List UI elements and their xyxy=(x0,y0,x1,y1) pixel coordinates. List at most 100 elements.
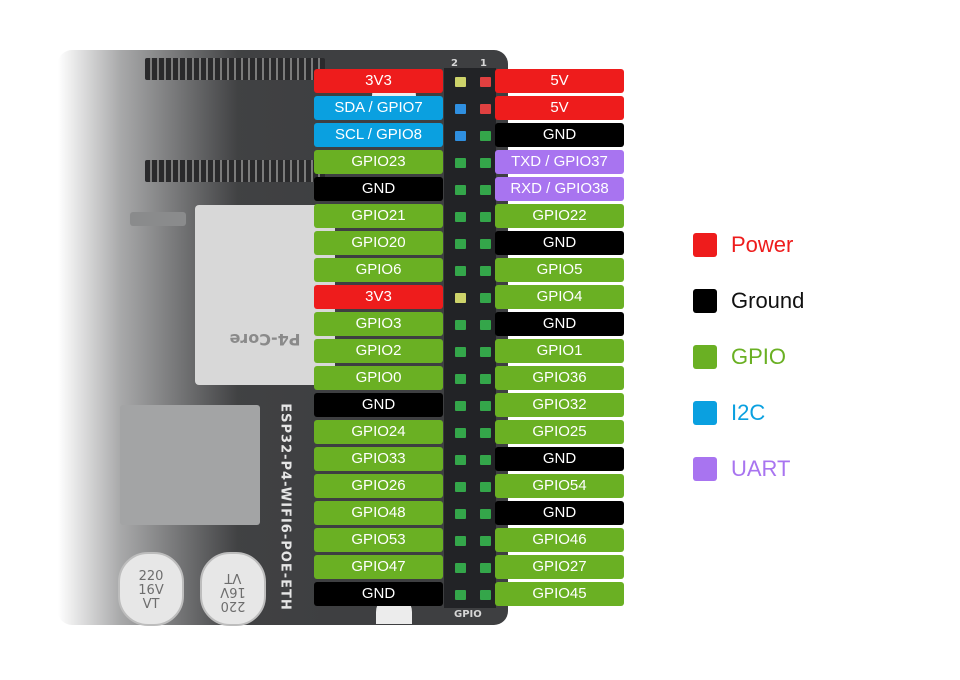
legend-item-gpio: GPIO xyxy=(693,344,893,370)
legend-item-i2c: I2C xyxy=(693,400,893,426)
pin-label-right: GND xyxy=(495,501,624,525)
legend-swatch xyxy=(693,457,717,481)
header-pin xyxy=(455,104,466,114)
pin-label-left: SDA / GPIO7 xyxy=(314,96,443,120)
pin-label-left: GND xyxy=(314,177,443,201)
pin-label-right: GPIO32 xyxy=(495,393,624,417)
header-pin xyxy=(480,590,491,600)
header-pin xyxy=(455,347,466,357)
pin-label-right: GPIO54 xyxy=(495,474,624,498)
pin-label-left: GPIO26 xyxy=(314,474,443,498)
header-pin xyxy=(455,185,466,195)
pin-label-left: GPIO20 xyxy=(314,231,443,255)
legend-label: I2C xyxy=(731,400,766,425)
pin-label-left: GPIO2 xyxy=(314,339,443,363)
pin-label-left: GPIO33 xyxy=(314,447,443,471)
header-pin xyxy=(455,320,466,330)
pin-label-right: 5V xyxy=(495,69,624,93)
header-pin xyxy=(480,266,491,276)
pin-label-left: GND xyxy=(314,393,443,417)
pin-label-left: GPIO48 xyxy=(314,501,443,525)
pin-label-left: 3V3 xyxy=(314,69,443,93)
pin-label-left: GPIO47 xyxy=(314,555,443,579)
pin-label-right: GPIO1 xyxy=(495,339,624,363)
pin-label-left: GPIO53 xyxy=(314,528,443,552)
pin-label-right: GPIO36 xyxy=(495,366,624,390)
pin-label-left: GPIO24 xyxy=(314,420,443,444)
legend-swatch xyxy=(693,345,717,369)
pin-label-left: GPIO23 xyxy=(314,150,443,174)
chip xyxy=(130,212,186,226)
core-module xyxy=(195,205,335,385)
pin-label-left: GPIO21 xyxy=(314,204,443,228)
header-pin xyxy=(455,482,466,492)
header-pin xyxy=(480,131,491,141)
legend-label: Power xyxy=(731,232,794,257)
header-pin xyxy=(455,266,466,276)
header-pin xyxy=(455,509,466,519)
pin-label-right: GND xyxy=(495,123,624,147)
cap-text-3: 220 xyxy=(220,598,246,613)
cap-text-1: 220 xyxy=(138,569,164,584)
header-pin xyxy=(480,212,491,222)
header-pin xyxy=(480,239,491,249)
legend-label: Ground xyxy=(731,288,805,313)
header-pin xyxy=(455,212,466,222)
gpio-header xyxy=(444,68,496,608)
pin-label-left: SCL / GPIO8 xyxy=(314,123,443,147)
header-pin xyxy=(480,536,491,546)
pin-number-1: 1 xyxy=(480,58,487,69)
header-pin xyxy=(455,428,466,438)
header-pin xyxy=(455,401,466,411)
pin-label-left: GPIO0 xyxy=(314,366,443,390)
capacitor: VT 16V 220 xyxy=(200,552,266,626)
header-pin xyxy=(480,185,491,195)
pin-label-right: GND xyxy=(495,231,624,255)
capacitor: 220 16V VT xyxy=(118,552,184,626)
legend-label: GPIO xyxy=(731,344,787,369)
header-pin xyxy=(480,482,491,492)
cap-text-1: VT xyxy=(224,570,242,585)
pin-label-right: GPIO25 xyxy=(495,420,624,444)
header-pin xyxy=(480,320,491,330)
header-pin xyxy=(455,131,466,141)
lcd-connector xyxy=(145,58,325,80)
header-pin xyxy=(455,293,466,303)
pin-label-right: GPIO5 xyxy=(495,258,624,282)
header-pin xyxy=(455,239,466,249)
header-pin xyxy=(455,158,466,168)
header-pin xyxy=(455,455,466,465)
pin-number-2: 2 xyxy=(451,58,458,69)
legend-swatch xyxy=(693,233,717,257)
pin-label-left: GPIO6 xyxy=(314,258,443,282)
header-pin xyxy=(480,509,491,519)
header-pin xyxy=(455,563,466,573)
board-name: ESP32-P4-WIFI6-POE-ETH xyxy=(277,403,293,611)
cap-text-2: 16V xyxy=(138,583,164,598)
pin-label-right: GPIO45 xyxy=(495,582,624,606)
cap-text-2: 16V xyxy=(220,584,246,599)
header-pin xyxy=(455,374,466,384)
header-pin xyxy=(480,104,491,114)
module-text: P4-Core xyxy=(229,330,301,349)
legend-swatch xyxy=(693,401,717,425)
pin-label-right: GPIO27 xyxy=(495,555,624,579)
cam-connector xyxy=(145,160,325,182)
pin-label-left: GND xyxy=(314,582,443,606)
pin-label-left: 3V3 xyxy=(314,285,443,309)
pin-label-right: TXD / GPIO37 xyxy=(495,150,624,174)
header-pin xyxy=(480,374,491,384)
header-pin xyxy=(480,293,491,303)
header-pin xyxy=(455,590,466,600)
legend-item-ground: Ground xyxy=(693,288,893,314)
header-pin xyxy=(480,563,491,573)
header-pin xyxy=(455,77,466,87)
legend-item-power: Power xyxy=(693,232,893,258)
header-pin xyxy=(455,536,466,546)
ethernet-jack xyxy=(120,405,260,525)
pin-label-right: GPIO46 xyxy=(495,528,624,552)
pin-label-right: GPIO22 xyxy=(495,204,624,228)
header-pin xyxy=(480,428,491,438)
legend-item-uart: UART xyxy=(693,456,893,482)
